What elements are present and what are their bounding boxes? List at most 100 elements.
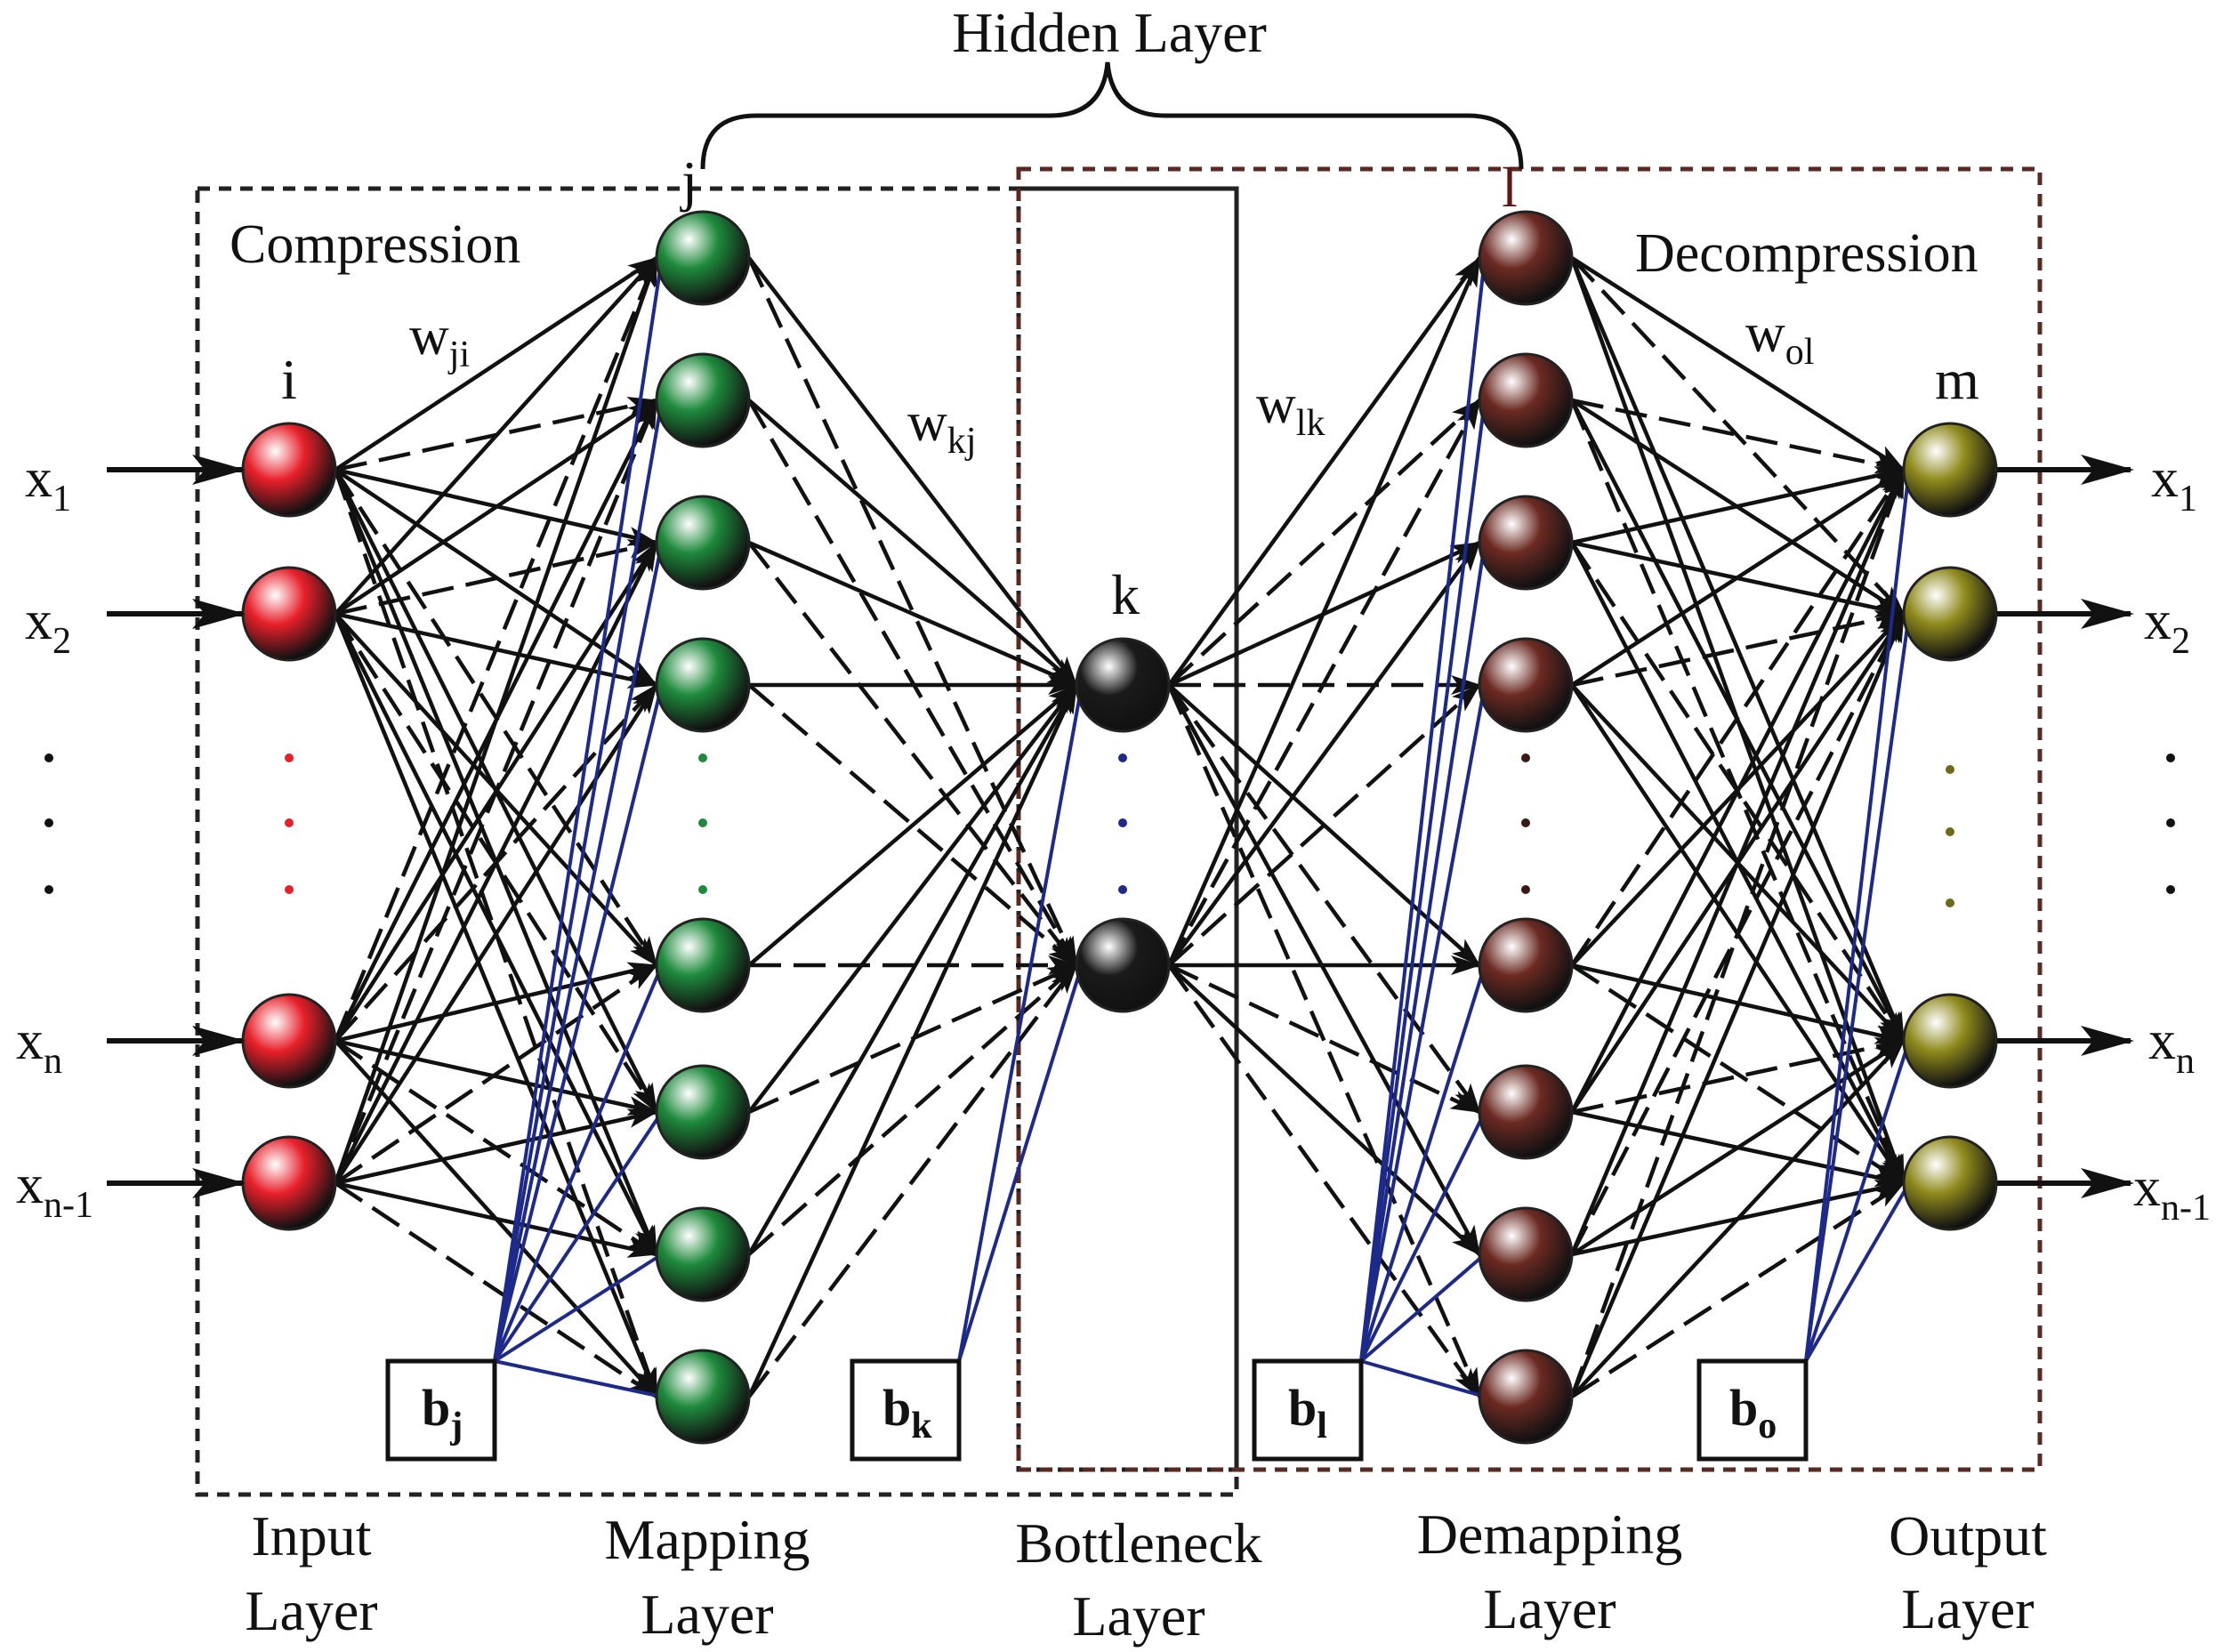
demapping-node-label: l: [1502, 156, 1518, 219]
mapping-neuron: [655, 352, 751, 448]
demapping-layer-caption-2: Layer: [1483, 1577, 1616, 1640]
connection-line: [333, 613, 659, 1398]
bias-box-o: bo: [1696, 1358, 1809, 1462]
connection-line: [1569, 468, 1906, 1255]
connection-line: [334, 683, 658, 1185]
bias-line: [1359, 964, 1487, 1362]
bias-line: [493, 542, 664, 1362]
output-x1-label: x1: [2151, 448, 2197, 520]
connection-line: [1569, 468, 1906, 1398]
neuron-nodes: [241, 210, 1998, 1445]
demapping-neuron: [1478, 210, 1574, 306]
weight-label-ji: wji: [409, 306, 470, 375]
bias-box-l: bl: [1252, 1358, 1364, 1462]
mapping-neuron: [655, 637, 751, 733]
connection-line: [1569, 612, 1906, 1398]
connection-line: [334, 399, 658, 616]
ellipsis-dot: [1946, 899, 1954, 907]
bias-line: [1804, 1181, 1911, 1363]
bottleneck-node-label: k: [1111, 563, 1140, 626]
svg-text:bo: bo: [1729, 1379, 1777, 1447]
connection-line: [1570, 1039, 1906, 1256]
bias-line: [957, 964, 1084, 1362]
connection-line: [1569, 257, 1906, 1043]
mapping-layer-caption-2: Layer: [641, 1583, 773, 1646]
bias-line: [957, 684, 1084, 1362]
input-layer-caption-2: Layer: [245, 1579, 377, 1642]
connection-line: [333, 256, 659, 1042]
ellipsis-dot: [698, 885, 707, 894]
connection-line: [748, 540, 1078, 688]
bias-line: [1359, 1111, 1487, 1362]
connection-line: [1570, 468, 1906, 687]
input-xn-1-label: xn-1: [16, 1155, 93, 1226]
connection-line: [1570, 256, 1906, 471]
mapping-neuron: [655, 210, 751, 306]
hidden-layer-title: Hidden Layer: [952, 1, 1267, 64]
bias-line: [493, 1253, 664, 1363]
ellipsis-dot: [285, 885, 294, 894]
hidden-layer-brace: [700, 61, 1524, 170]
connection-line: [747, 256, 1078, 687]
weight-label-ol: wol: [1745, 303, 1814, 373]
demapping-neuron: [1478, 637, 1574, 733]
connection-line: [334, 256, 658, 616]
input-xn-label: xn: [16, 1011, 62, 1082]
connection-line: [333, 541, 659, 1185]
connection-line: [334, 539, 658, 616]
bias-line: [1359, 1253, 1487, 1363]
connection-line: [747, 683, 1078, 1114]
bias-line: [1360, 1359, 1486, 1398]
io-arrows: [107, 455, 2134, 1198]
connection-line: [1167, 683, 1481, 1256]
connection-line: [1570, 468, 1906, 1114]
input-node-label: i: [281, 348, 297, 411]
mapping-neuron: [655, 1206, 751, 1302]
ellipsis-dot: [1521, 753, 1530, 762]
demapping-neuron: [1478, 1349, 1574, 1445]
connection-line: [334, 962, 658, 1044]
connection-line: [1167, 256, 1481, 687]
bias-line: [493, 399, 664, 1362]
output-layer-caption: Output: [1889, 1504, 2047, 1567]
decompression-region-box: [1016, 166, 2043, 1472]
output-ellipsis: [2166, 753, 2175, 894]
demapping-neuron: [1478, 352, 1574, 448]
mapping-neuron: [655, 917, 751, 1013]
connection-lines: [333, 256, 1906, 1398]
connection-line: [1167, 541, 1481, 967]
connection-line: [1167, 963, 1481, 1256]
svg-text:bj: bj: [422, 1379, 463, 1447]
output-neuron: [1902, 993, 1998, 1089]
ellipsis-dots: [285, 753, 1954, 907]
demapping-layer-caption: Demapping: [1417, 1503, 1683, 1566]
output-xn-1-label: xn-1: [2133, 1157, 2211, 1229]
output-layer-caption-2: Layer: [1901, 1577, 2034, 1640]
svg-text:bl: bl: [1288, 1379, 1327, 1447]
bias-line: [493, 257, 664, 1362]
weight-label-lk: wlk: [1256, 375, 1325, 444]
bottleneck-neuron: [1075, 637, 1171, 733]
input-neuron: [241, 566, 337, 662]
connection-line: [1168, 963, 1481, 1115]
bottleneck-region-box: [1016, 186, 1239, 1472]
output-x2-label: x2: [2144, 591, 2190, 662]
connection-line: [747, 399, 1078, 687]
mapping-neuron: [655, 1064, 751, 1160]
connection-line: [747, 399, 1078, 967]
demapping-neuron: [1478, 1206, 1574, 1302]
bias-line: [494, 1359, 663, 1398]
bias-line: [1804, 469, 1911, 1362]
connection-line: [333, 256, 659, 1184]
connection-line: [334, 1181, 658, 1398]
bias-line: [493, 684, 664, 1362]
demapping-neuron: [1478, 917, 1574, 1013]
ellipsis-dot: [1118, 753, 1127, 762]
connection-line: [1570, 468, 1906, 967]
ellipsis-dot: [1521, 818, 1530, 827]
bottleneck-neuron: [1075, 917, 1171, 1013]
bias-line: [1359, 399, 1487, 1362]
bias-box-k: bk: [850, 1358, 962, 1462]
decompression-label: Decompression: [1635, 223, 1978, 284]
mapping-neuron: [655, 1349, 751, 1445]
